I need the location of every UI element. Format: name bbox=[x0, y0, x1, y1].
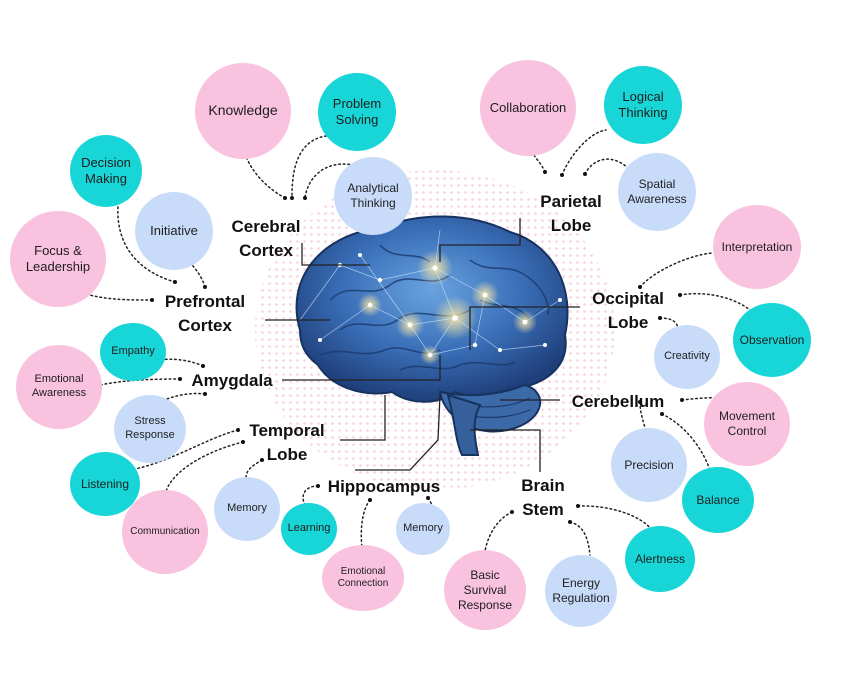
label-hippocampus: Hippocampus bbox=[327, 477, 441, 496]
neural-nodes bbox=[318, 253, 562, 358]
region-leader-lines bbox=[265, 218, 580, 472]
leader-temporal-lobe bbox=[340, 395, 386, 441]
leader-cerebral-cortex bbox=[301, 243, 370, 266]
connector-empathy bbox=[159, 358, 204, 367]
bubble-label: Decision Making bbox=[81, 154, 131, 186]
bubble-communication: Communication bbox=[122, 490, 208, 574]
bubble-label: Communication bbox=[130, 525, 200, 537]
leader-hippocampus bbox=[355, 394, 441, 471]
bubble-decision-making: Decision Making bbox=[70, 135, 142, 207]
connector-interpretation bbox=[639, 252, 713, 288]
bubble-label: Balance bbox=[696, 492, 740, 507]
bubble-label: Energy Regulation bbox=[552, 576, 610, 605]
bubble-spatial-awareness: Spatial Awareness bbox=[618, 153, 696, 231]
connector-learning bbox=[302, 485, 319, 506]
bubble-emotional-connection: Emotional Connection bbox=[322, 545, 404, 611]
bubble-listening: Listening bbox=[70, 452, 140, 516]
label-brain-stem: Brain Stem bbox=[521, 476, 565, 519]
label-parietal-lobe: Parietal Lobe bbox=[540, 192, 602, 235]
connector-problem-solving bbox=[291, 135, 327, 196]
bubble-label: Memory bbox=[227, 502, 267, 515]
bubble-label: Precision bbox=[624, 457, 674, 472]
connector-alertness bbox=[577, 505, 653, 531]
leader-parietal-lobe bbox=[439, 218, 521, 262]
bubble-label: Spatial Awareness bbox=[627, 177, 687, 206]
connector-knowledge bbox=[241, 139, 286, 199]
bubble-label: Movement Control bbox=[718, 409, 776, 438]
connector-basic-survival bbox=[483, 511, 513, 561]
bubble-label: Knowledge bbox=[208, 102, 278, 119]
bubble-collaboration: Collaboration bbox=[480, 60, 576, 156]
bubble-memory-hippocampus: Memory bbox=[396, 503, 450, 555]
leader-brain-stem bbox=[470, 429, 541, 472]
bubble-precision: Precision bbox=[611, 428, 687, 502]
bubble-label: Interpretation bbox=[721, 239, 793, 254]
bubble-focus-leadership: Focus & Leadership bbox=[10, 211, 106, 307]
bubble-alertness: Alertness bbox=[625, 526, 695, 592]
bubble-label: Stress Response bbox=[125, 415, 175, 441]
bubble-label: Logical Thinking bbox=[618, 88, 668, 120]
bubble-label: Collaboration bbox=[489, 99, 567, 115]
bubble-label: Initiative bbox=[150, 222, 198, 238]
connector-precision bbox=[639, 401, 649, 441]
brain-cerebrum bbox=[295, 215, 569, 403]
bubble-emotional-awareness: Emotional Awareness bbox=[16, 345, 102, 429]
connector-movement-control bbox=[681, 396, 736, 401]
bubble-balance: Balance bbox=[682, 467, 754, 533]
bubble-label: Creativity bbox=[664, 350, 710, 363]
bubble-label: Emotional Connection bbox=[337, 565, 389, 590]
bubble-learning: Learning bbox=[281, 503, 337, 555]
connector-energy-regulation bbox=[569, 521, 591, 556]
label-temporal-lobe: Temporal Lobe bbox=[249, 421, 325, 464]
bubble-observation: Observation bbox=[733, 303, 811, 377]
bubble-energy-regulation: Energy Regulation bbox=[545, 555, 617, 627]
bubble-label: Focus & Leadership bbox=[25, 242, 91, 274]
bubble-stress-response: Stress Response bbox=[114, 395, 186, 463]
bubble-label: Basic Survival Response bbox=[457, 567, 513, 612]
bubble-analytical-thinking: Analytical Thinking bbox=[334, 157, 412, 235]
bubble-initiative: Initiative bbox=[135, 192, 213, 270]
leader-occipital-lobe bbox=[469, 306, 580, 350]
bubble-memory-temporal: Memory bbox=[214, 477, 280, 541]
bubble-empathy: Empathy bbox=[100, 323, 166, 381]
bubble-problem-solving: Problem Solving bbox=[318, 73, 396, 151]
bubble-creativity: Creativity bbox=[654, 325, 720, 389]
connector-memory-temporal bbox=[245, 459, 263, 479]
connector-analytical-thinking bbox=[304, 163, 371, 198]
connector-communication bbox=[164, 441, 244, 496]
connector-emotional-connection bbox=[360, 499, 371, 549]
bubble-knowledge: Knowledge bbox=[195, 63, 291, 159]
bubble-label: Problem Solving bbox=[332, 95, 382, 127]
brain-stem bbox=[446, 393, 482, 456]
bubble-basic-survival: Basic Survival Response bbox=[444, 550, 526, 630]
label-occipital-lobe: Occipital Lobe bbox=[592, 289, 664, 332]
bubble-label: Empathy bbox=[111, 345, 155, 358]
leader-amygdala bbox=[282, 355, 441, 381]
connector-listening bbox=[111, 429, 239, 473]
connector-endpoints bbox=[150, 170, 684, 524]
bubble-label: Listening bbox=[80, 476, 130, 491]
connector-decision-making bbox=[117, 204, 176, 283]
label-prefrontal-cortex: Prefrontal Cortex bbox=[164, 292, 246, 335]
label-cerebral-cortex: Cerebral Cortex bbox=[231, 217, 301, 260]
label-amygdala: Amygdala bbox=[191, 371, 273, 390]
bubble-movement-control: Movement Control bbox=[704, 382, 790, 466]
bubble-logical-thinking: Logical Thinking bbox=[604, 66, 682, 144]
connector-spatial-awareness bbox=[584, 158, 629, 175]
connector-observation bbox=[679, 292, 753, 313]
bubble-label: Memory bbox=[403, 522, 443, 535]
bubble-label: Learning bbox=[287, 522, 331, 535]
bubble-label: Observation bbox=[739, 332, 805, 347]
bubble-interpretation: Interpretation bbox=[713, 205, 801, 289]
bubble-label: Analytical Thinking bbox=[347, 181, 399, 210]
bubble-label: Alertness bbox=[634, 551, 686, 566]
connector-logical-thinking bbox=[561, 129, 607, 176]
function-connectors bbox=[61, 129, 753, 561]
label-cerebellum: Cerebellum bbox=[571, 392, 665, 411]
bubble-label: Emotional Awareness bbox=[31, 373, 87, 399]
